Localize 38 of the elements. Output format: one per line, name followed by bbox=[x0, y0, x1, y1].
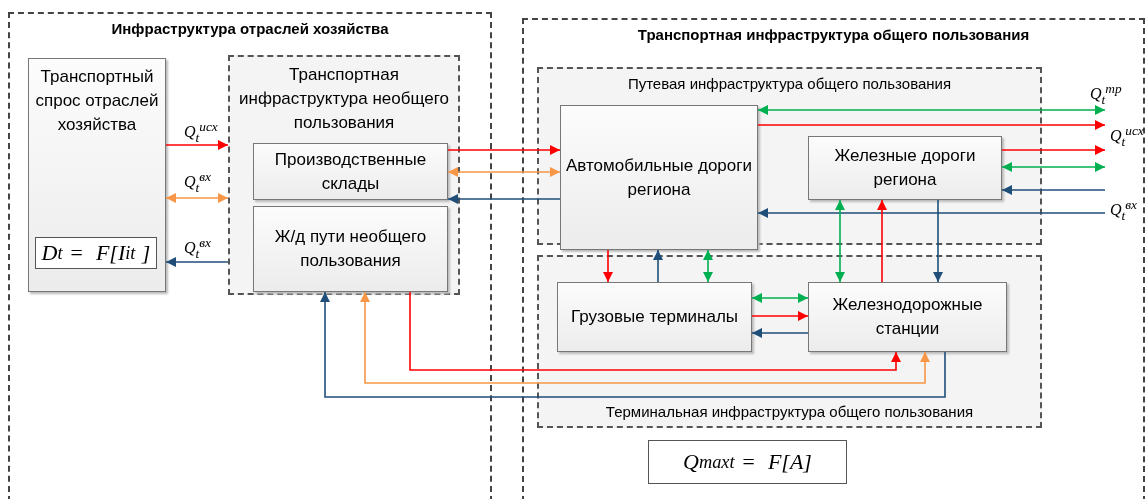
arrow bbox=[757, 208, 1106, 218]
double-arrow bbox=[757, 105, 1106, 115]
arrow bbox=[933, 199, 943, 283]
arrow bbox=[757, 120, 1106, 130]
group-title: Транспортный спрос отраслей хозяйства bbox=[35, 67, 159, 134]
arrow bbox=[1001, 185, 1106, 195]
process-box: Грузовые терминалы bbox=[557, 282, 752, 352]
arrow bbox=[447, 145, 561, 155]
group-title: Терминальная инфраструктура общего пользования bbox=[605, 403, 974, 420]
double-arrow bbox=[1001, 162, 1106, 172]
arrow bbox=[751, 328, 809, 338]
dashed-group-frame bbox=[228, 55, 460, 295]
process-box: Железнодорожные станции bbox=[808, 282, 1007, 352]
arrow bbox=[751, 311, 809, 321]
dashed-group-frame bbox=[8, 12, 492, 499]
process-box: Автомобильные дороги региона bbox=[560, 105, 758, 250]
arrow bbox=[877, 199, 887, 283]
arrow bbox=[653, 249, 663, 283]
dashed-group-frame bbox=[537, 255, 1042, 428]
group-title: Инфраструктура отраслей хозяйства bbox=[111, 20, 389, 37]
double-arrow bbox=[447, 167, 561, 177]
group-title: Транспортная инфраструктура общего пользования bbox=[637, 26, 1030, 43]
process-box: Ж/д пути необщего пользования bbox=[253, 206, 448, 292]
double-arrow bbox=[165, 193, 229, 203]
arrow bbox=[447, 194, 561, 204]
arrow bbox=[165, 257, 229, 267]
double-arrow bbox=[835, 199, 845, 283]
process-box bbox=[28, 58, 166, 292]
double-arrow bbox=[703, 249, 713, 283]
group-title: Путевая инфраструктура общего пользования bbox=[627, 75, 952, 92]
group-title: Транспортная инфраструктура необщего пользования bbox=[239, 65, 449, 132]
double-arrow bbox=[751, 293, 809, 303]
arrow bbox=[603, 249, 613, 283]
dashed-group-frame bbox=[522, 18, 1145, 499]
arrow bbox=[1001, 145, 1106, 155]
arrow bbox=[165, 140, 229, 150]
process-box: Производственные склады bbox=[253, 143, 448, 200]
process-box: Железные дороги региона bbox=[808, 136, 1002, 200]
